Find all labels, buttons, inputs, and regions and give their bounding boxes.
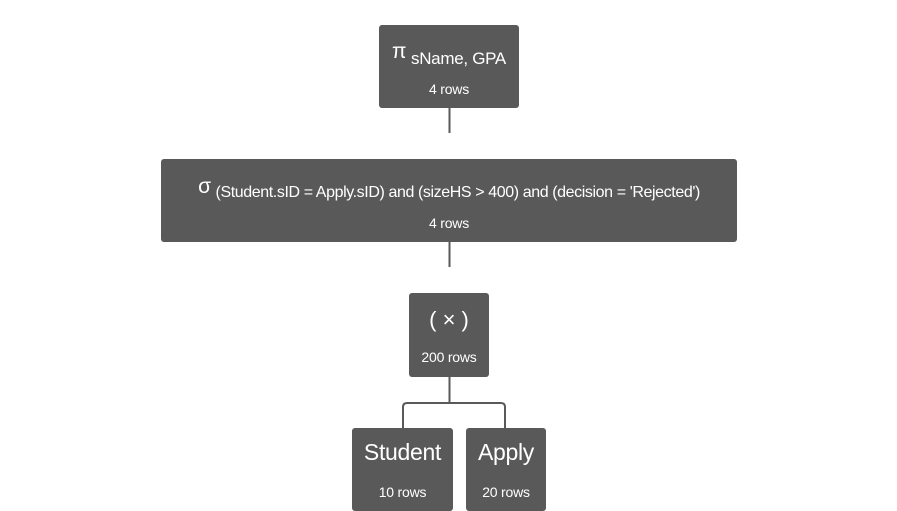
connector-branch-relations — [402, 402, 506, 428]
relation-row-count-student: 10 rows — [378, 484, 427, 500]
cross-symbol: ( × ) — [429, 307, 469, 332]
selection-operator: σ (Student.sID = Apply.sID) and (sizeHS … — [161, 175, 737, 201]
cross-product-row-count: 200 rows — [421, 349, 477, 365]
pi-symbol: π — [392, 40, 407, 63]
cross-product-node[interactable]: ( × ) 200 rows — [409, 293, 489, 377]
relation-node-student[interactable]: Student 10 rows — [352, 428, 453, 511]
projection-node[interactable]: π sName, GPA 4 rows — [379, 25, 519, 108]
relation-label-student: Student — [363, 439, 442, 465]
projection-attributes: sName, GPA — [411, 49, 506, 68]
cross-product-operator: ( × ) — [409, 309, 489, 331]
relation-name-student: Student — [352, 441, 453, 464]
relation-name-apply: Apply — [466, 441, 546, 464]
sigma-symbol: σ — [198, 175, 212, 198]
selection-node[interactable]: σ (Student.sID = Apply.sID) and (sizeHS … — [161, 159, 737, 242]
relation-label-apply: Apply — [477, 439, 535, 465]
selection-row-count: 4 rows — [428, 215, 470, 231]
projection-operator: π sName, GPA — [379, 40, 519, 67]
projection-row-count: 4 rows — [428, 81, 470, 97]
relation-row-count-apply: 20 rows — [482, 484, 530, 500]
selection-condition: (Student.sID = Apply.sID) and (sizeHS > … — [215, 184, 701, 201]
relation-node-apply[interactable]: Apply 20 rows — [466, 428, 546, 511]
